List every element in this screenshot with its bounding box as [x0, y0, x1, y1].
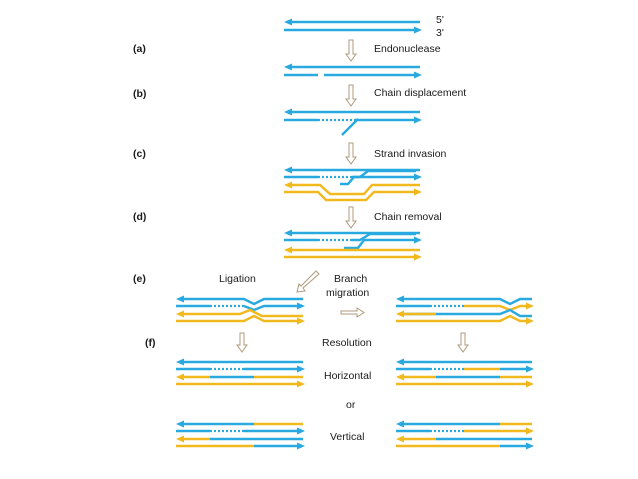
initial-duplex	[284, 18, 422, 34]
down-arrow-icon	[457, 332, 469, 353]
down-arrow-icon	[236, 332, 248, 353]
branch-label: Branch	[334, 273, 367, 285]
duplex-displaced	[284, 108, 422, 136]
step-c-tag: (c)	[133, 148, 146, 160]
diagonal-arrow-icon	[296, 270, 320, 293]
down-arrow-icon	[345, 206, 357, 229]
down-arrow-icon	[345, 84, 357, 107]
duplex-nicked	[284, 63, 422, 79]
down-arrow-icon	[345, 142, 357, 165]
chain-removal-duplexes	[284, 229, 422, 261]
resolution-label: Resolution	[322, 337, 372, 349]
migration-label: migration	[326, 287, 369, 299]
step-d-label: Chain removal	[374, 211, 442, 223]
vertical-product-left	[176, 420, 305, 450]
three-prime-label: 3'	[436, 27, 444, 39]
strand-invasion-duplexes	[284, 166, 422, 202]
down-arrow-icon	[345, 39, 357, 62]
vertical-product-right	[396, 420, 534, 450]
step-f-tag: (f)	[145, 337, 156, 349]
horizontal-label: Horizontal	[324, 370, 371, 382]
vertical-label: Vertical	[330, 431, 364, 443]
step-d-tag: (d)	[133, 211, 146, 223]
horizontal-product-left	[176, 358, 305, 388]
ligation-label: Ligation	[219, 273, 256, 285]
step-b-label: Chain displacement	[374, 87, 466, 99]
step-b-tag: (b)	[133, 88, 146, 100]
five-prime-label: 5'	[436, 14, 444, 26]
right-arrow-icon	[340, 307, 365, 318]
or-label: or	[346, 399, 356, 411]
holliday-junction-left	[176, 295, 305, 325]
step-a-tag: (a)	[133, 43, 146, 55]
horizontal-product-right	[396, 358, 534, 388]
step-a-label: Endonuclease	[374, 43, 441, 55]
step-c-label: Strand invasion	[374, 148, 447, 160]
step-e-tag: (e)	[133, 273, 146, 285]
holliday-junction-right	[396, 295, 534, 325]
